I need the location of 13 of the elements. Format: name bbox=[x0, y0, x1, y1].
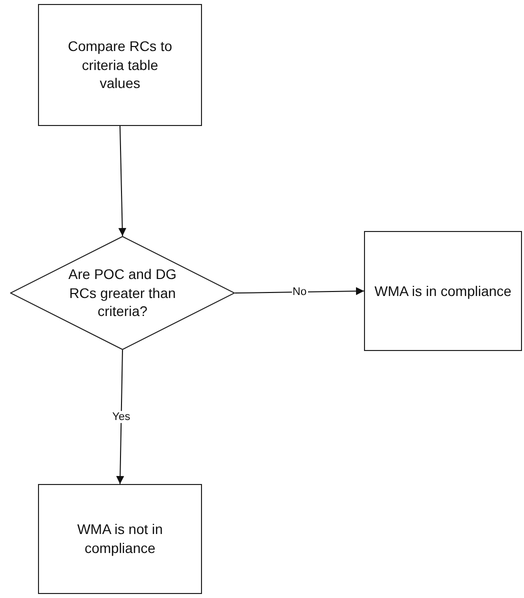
process-box bbox=[38, 484, 202, 594]
node-text: WMA is not in compliance bbox=[76, 520, 164, 558]
process-box bbox=[38, 4, 202, 126]
edge-label: Yes bbox=[111, 411, 132, 423]
process-box bbox=[364, 231, 522, 351]
edge-label: No bbox=[292, 286, 308, 298]
node-text: Are POC and DG RCs greater than criteria? bbox=[67, 264, 178, 322]
arrow bbox=[116, 350, 124, 484]
decision-diamond bbox=[10, 236, 235, 350]
node-text: WMA is in compliance bbox=[374, 282, 512, 300]
arrow bbox=[118, 126, 126, 236]
arrow bbox=[234, 287, 364, 296]
node-text: Compare RCs to criteria table values bbox=[66, 36, 174, 94]
